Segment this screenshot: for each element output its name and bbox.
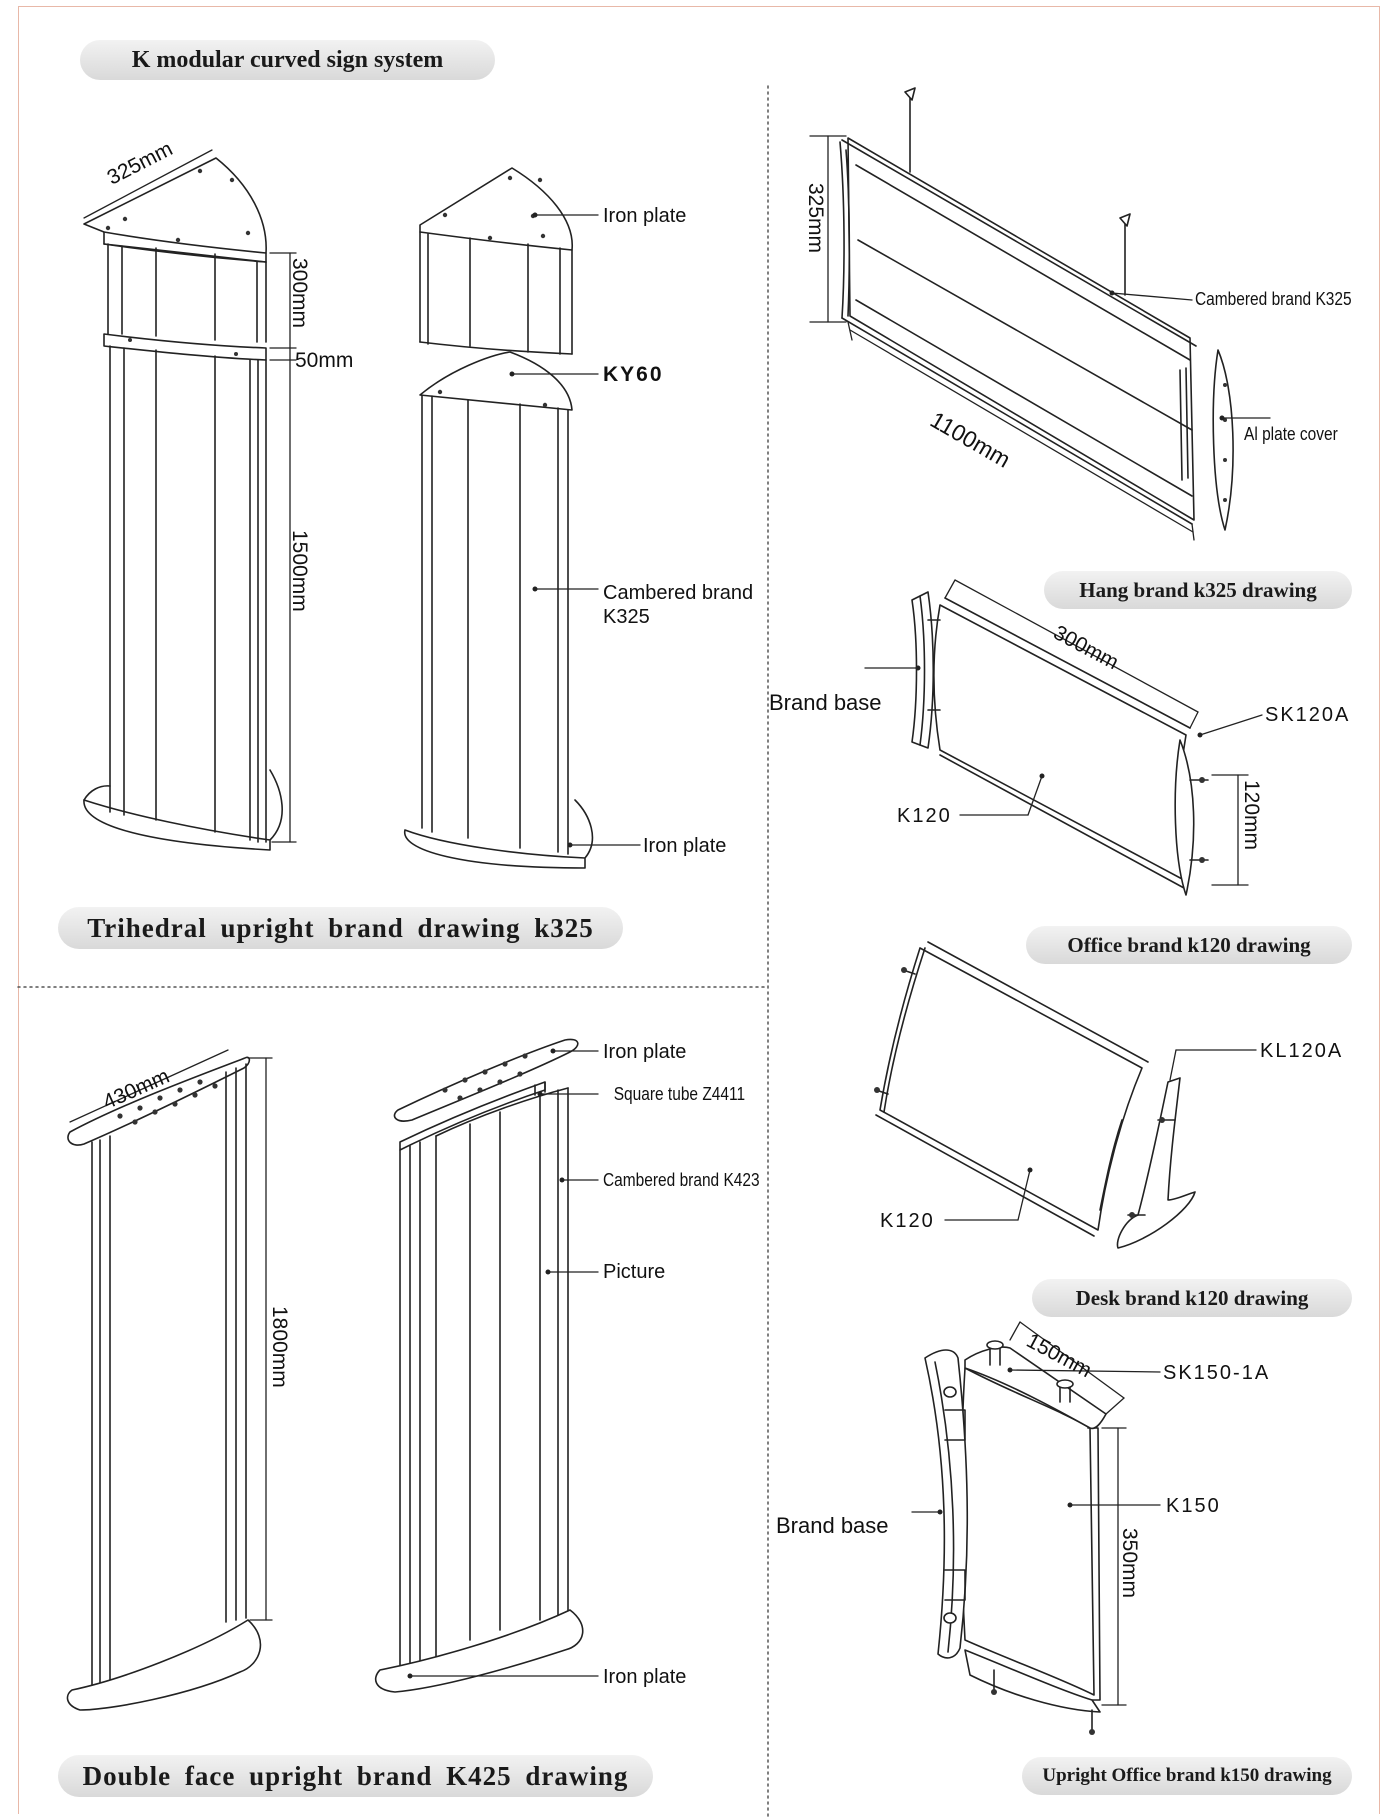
caption-trihedral: Trihedral upright brand drawing k325 [58, 907, 623, 949]
dim-height-300: 300mm [288, 258, 311, 329]
trihedral-assembled-drawing [83, 157, 283, 851]
label-iron-plate-top: Iron plate [603, 205, 687, 227]
dim-height-1800: 1800mm [268, 1306, 291, 1388]
caption-desk: Desk brand k120 drawing [1032, 1279, 1352, 1317]
caption-double-face: Double face upright brand K425 drawing [58, 1755, 653, 1797]
dim-gap-50: 50mm [295, 349, 354, 372]
upright-office-drawing [924, 1340, 1107, 1735]
office-leader-lines [864, 579, 1263, 886]
trihedral-exploded-drawing [404, 167, 594, 869]
label-cambered-k325: Cambered brand K325 [603, 582, 754, 628]
label-iron-plate-bottom: Iron plate [643, 835, 727, 857]
caption-office: Office brand k120 drawing [1026, 926, 1352, 964]
label-cambered-hang: Cambered brand K325 [1195, 289, 1352, 309]
label-k120-office: K120 [897, 805, 952, 827]
desk-leader-lines [944, 1049, 1257, 1221]
label-iron-plate-bottom-k425: Iron plate [603, 1666, 687, 1688]
trihedral-leader-lines [83, 149, 641, 846]
upright-office-leader-lines [911, 1321, 1161, 1706]
dim-height-1500: 1500mm [288, 530, 311, 612]
dim-height-350: 350mm [1118, 1528, 1141, 1599]
caption-hang: Hang brand k325 drawing [1044, 571, 1352, 609]
hang-leader-lines [809, 135, 1271, 541]
label-k120-desk: K120 [880, 1210, 935, 1232]
section-dividers [17, 85, 769, 1818]
double-face-leader-lines [69, 1049, 599, 1677]
label-al-plate-cover: Al plate cover [1244, 424, 1338, 444]
page-frame [18, 6, 1380, 1814]
double-face-exploded-drawing [374, 1038, 584, 1693]
dim-height-325-hang: 325mm [804, 183, 827, 254]
label-brand-base-office: Brand base [769, 690, 882, 715]
label-cambered-k423: Cambered brand K423 [603, 1170, 760, 1190]
hang-brand-drawing [839, 87, 1234, 531]
label-kl120a: KL120A [1260, 1040, 1344, 1062]
label-square-tube: Square tube Z4411 [613, 1084, 746, 1104]
label-sk120a: SK120A [1265, 704, 1351, 726]
double-face-assembled-drawing [66, 1056, 262, 1711]
label-k150: K150 [1166, 1495, 1221, 1517]
label-iron-plate-top-k425: Iron plate [603, 1041, 687, 1063]
office-brand-drawing [911, 591, 1209, 896]
dim-height-120: 120mm [1240, 780, 1263, 851]
desk-brand-drawing [874, 941, 1196, 1249]
label-ky60: KY60 [603, 363, 664, 386]
label-picture: Picture [603, 1261, 666, 1283]
page-title: K modular curved sign system [80, 40, 495, 80]
label-sk150-1a: SK150-1A [1163, 1362, 1271, 1384]
label-brand-base-upright: Brand base [776, 1513, 889, 1538]
caption-upright-office: Upright Office brand k150 drawing [1022, 1757, 1352, 1795]
